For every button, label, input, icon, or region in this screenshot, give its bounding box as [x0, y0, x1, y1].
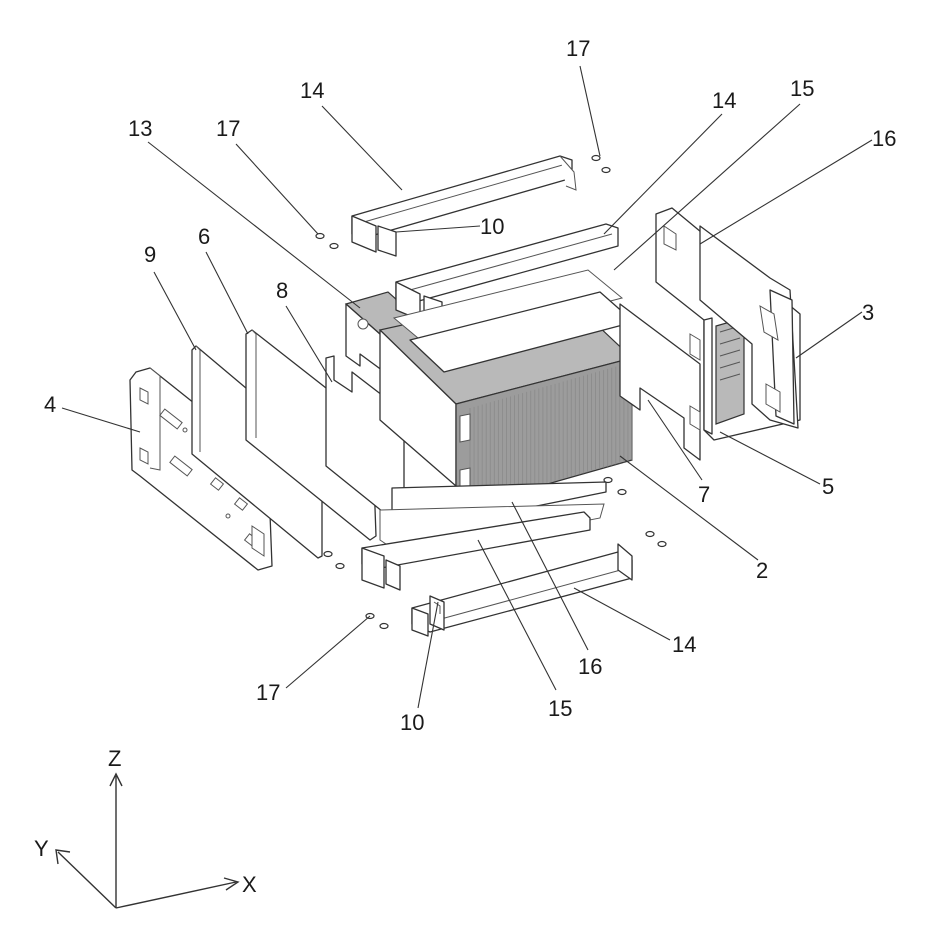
- y-axis-label: Y: [34, 836, 49, 861]
- leader-16-bottom: [511, 501, 589, 651]
- label-3: 3: [862, 300, 874, 325]
- leader-7: [647, 399, 703, 481]
- label-4: 4: [44, 392, 56, 417]
- z-axis-arrowhead: [109, 772, 123, 787]
- leader-9: [153, 271, 197, 351]
- screws-17: [315, 154, 667, 630]
- part-7-plate: [619, 303, 701, 461]
- label-17: 17: [256, 680, 280, 705]
- leader-17-top-right: [579, 65, 601, 157]
- leader-10-top: [395, 225, 481, 233]
- part-3-outer-frame: [699, 225, 799, 429]
- reference-labels: 17 14 14 15 16 13 17 10 9 6 8 3 4 7 5 2 …: [44, 36, 896, 735]
- leader-14-bottom: [573, 587, 671, 641]
- label-14: 14: [672, 632, 696, 657]
- label-8: 8: [276, 278, 288, 303]
- leader-10-bottom: [417, 601, 439, 709]
- label-6: 6: [198, 224, 210, 249]
- part-10-bottom-bracket: [411, 595, 445, 637]
- label-15: 15: [548, 696, 572, 721]
- label-14: 14: [712, 88, 736, 113]
- leader-5: [719, 431, 821, 485]
- label-2: 2: [756, 558, 768, 583]
- coordinate-axes: Z Y X: [34, 746, 257, 909]
- z-axis-label: Z: [108, 746, 121, 771]
- leader-6: [205, 251, 249, 335]
- label-13: 13: [128, 116, 152, 141]
- leader-15-bottom: [477, 539, 557, 691]
- label-15: 15: [790, 76, 814, 101]
- label-10: 10: [480, 214, 504, 239]
- leader-16-top: [699, 139, 873, 245]
- leader-13: [147, 141, 361, 309]
- leader-14-top-left: [321, 105, 403, 191]
- part-14-top-rail-rear: [351, 155, 577, 257]
- leader-15-top: [613, 103, 801, 271]
- label-17: 17: [566, 36, 590, 61]
- label-9: 9: [144, 242, 156, 267]
- part-4-end-plate: [129, 367, 273, 571]
- label-7: 7: [698, 482, 710, 507]
- leader-14-top-right: [603, 113, 723, 235]
- y-axis: [57, 851, 117, 909]
- leader-17-top-left: [235, 143, 319, 235]
- label-14: 14: [300, 78, 324, 103]
- leader-3: [795, 311, 863, 359]
- part-9-plate: [191, 345, 323, 559]
- part-6-plate: [245, 329, 377, 541]
- x-axis-label: X: [242, 872, 257, 897]
- leader-17-bottom: [285, 615, 371, 689]
- label-10: 10: [400, 710, 424, 735]
- leader-8: [285, 305, 333, 383]
- label-16: 16: [872, 126, 896, 151]
- heat-sink-fins: [469, 362, 633, 504]
- label-17: 17: [216, 116, 240, 141]
- part-14-bottom-rail-rear: [361, 511, 591, 591]
- leader-lines: [61, 65, 873, 709]
- x-axis-arrowhead: [223, 877, 240, 891]
- label-16: 16: [578, 654, 602, 679]
- x-axis: [115, 881, 237, 909]
- label-5: 5: [822, 474, 834, 499]
- leader-4: [61, 407, 141, 433]
- y-axis-arrowhead: [55, 849, 71, 865]
- leader-2: [619, 455, 759, 561]
- part-14-bottom-rail: [411, 543, 633, 633]
